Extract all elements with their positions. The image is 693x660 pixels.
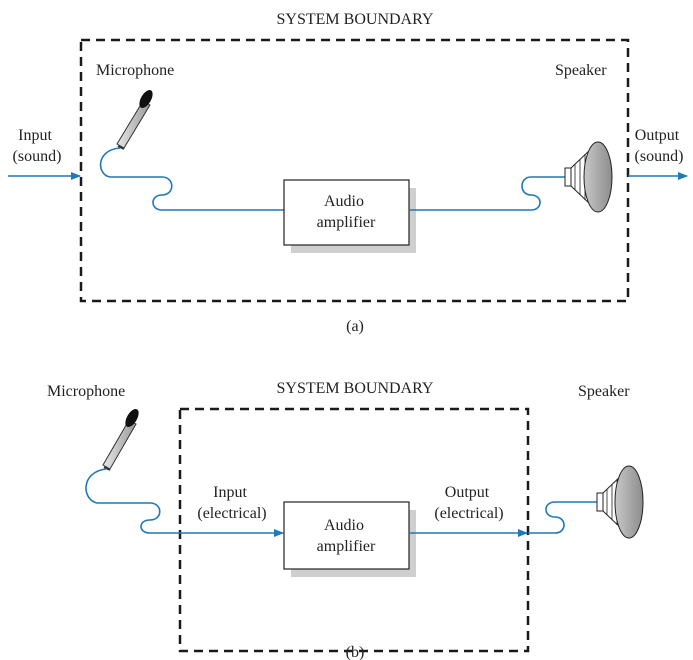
system-boundary-a bbox=[79, 38, 630, 303]
caption-b: (b) bbox=[346, 644, 365, 660]
input-label-a: Input (sound) bbox=[13, 127, 62, 165]
boundary-title-a: SYSTEM BOUNDARY bbox=[277, 11, 434, 28]
speaker-cable-b bbox=[528, 501, 600, 534]
microphone-label-a: Microphone bbox=[96, 62, 174, 79]
speaker-icon-a bbox=[564, 141, 613, 213]
caption-a: (a) bbox=[346, 318, 364, 335]
boundary-title-b: SYSTEM BOUNDARY bbox=[277, 380, 434, 397]
speaker-icon-b bbox=[596, 465, 644, 539]
diagram-a: SYSTEM BOUNDARY Microphone Speaker Input… bbox=[8, 11, 688, 335]
microphone-label-b: Microphone bbox=[47, 383, 125, 400]
speaker-label-b: Speaker bbox=[578, 383, 630, 400]
audio-amplifier-box-b bbox=[283, 501, 410, 570]
output-label-b: Output (electrical) bbox=[434, 484, 503, 522]
microphone-cable-a bbox=[99, 147, 284, 211]
microphone-icon-a bbox=[116, 89, 153, 150]
amplifier-label-b: Audio amplifier bbox=[317, 517, 376, 555]
speaker-label-a: Speaker bbox=[555, 62, 607, 79]
system-boundary-b bbox=[178, 407, 530, 653]
amplifier-label-a: Audio amplifier bbox=[317, 193, 376, 231]
microphone-icon-b bbox=[102, 408, 139, 471]
diagram-b: SYSTEM BOUNDARY Microphone Speaker Input… bbox=[47, 380, 644, 660]
speaker-cable-a bbox=[409, 176, 568, 211]
output-label-a: Output (sound) bbox=[635, 127, 684, 165]
audio-amplifier-box-a bbox=[283, 179, 410, 246]
microphone-cable-b bbox=[85, 468, 180, 534]
input-label-b: Input (electrical) bbox=[197, 484, 266, 522]
